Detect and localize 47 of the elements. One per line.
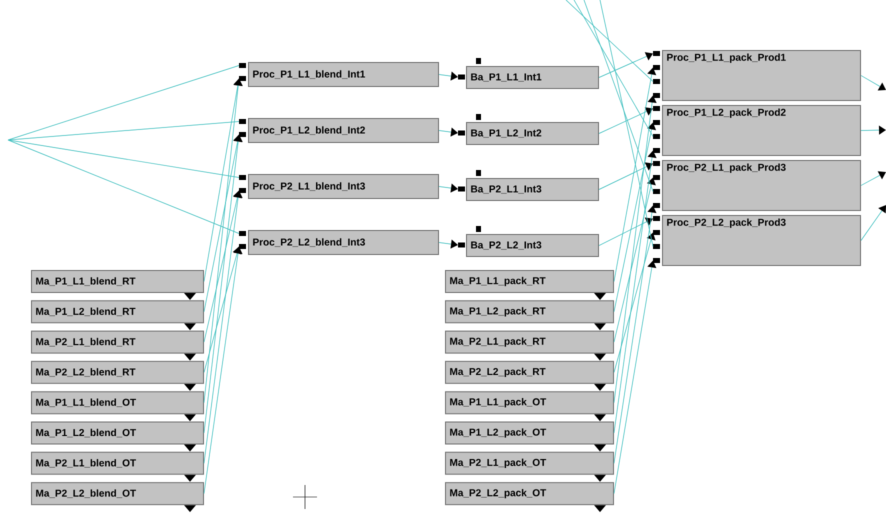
connector-line [860,171,886,186]
material-block: Ma_P2_L1_blend_RT [31,330,204,361]
material-block: Ma_P1_L1_blend_OT [31,391,204,422]
process-block: Proc_P2_L2_blend_Int3 [239,230,439,255]
material-block: Ma_P2_L1_pack_OT [445,452,614,482]
connector-line [860,205,886,241]
material-block: Ma_P1_L2_blend_RT [31,300,204,330]
material-block: Ma_P2_L2_blend_RT [31,360,204,391]
material-block: Ma_P2_L2_pack_OT [445,482,614,512]
material-block: Ma_P2_L1_pack_RT [445,330,614,361]
material-block: Ma_P2_L2_pack_RT [445,360,614,391]
batch-block: Ba_P1_L1_Int1 [458,58,599,89]
connector-line [614,178,656,342]
material-block: Ma_P1_L1_pack_OT [445,391,614,422]
connector-line [614,206,656,464]
material-block: Ma_P1_L2_pack_RT [445,300,614,330]
connector-line [566,0,654,82]
connector-line [598,162,653,190]
process-block: Proc_P1_L2_pack_Prod2 [653,105,861,156]
batch-block: Ba_P2_L1_Int3 [458,170,599,201]
process-block: Proc_P1_L2_blend_Int2 [239,118,439,143]
material-block: Ma_P1_L1_pack_RT [445,270,614,300]
connector-line [614,68,656,282]
process-block: Proc_P2_L1_blend_Int3 [239,174,439,199]
process-block: Proc_P2_L2_pack_Prod3 [653,215,861,266]
material-block: Ma_P1_L1_blend_RT [31,270,204,300]
connector-line [574,0,654,137]
connector-line [8,140,240,178]
connector-line [204,78,243,404]
connector-line [8,140,240,234]
process-block: Proc_P2_L1_pack_Prod3 [653,160,861,211]
material-block: Ma_P1_L2_blend_OT [31,422,204,452]
connector-line [8,65,240,140]
process-block: Proc_P1_L1_pack_Prod1 [653,50,861,101]
connector-line [584,0,654,192]
connector-line [614,260,656,494]
connector-line [600,0,654,247]
process-block: Proc_P1_L1_blend_Int1 [239,62,439,87]
material-block: Ma_P2_L1_blend_OT [31,452,204,482]
material-block: Ma_P2_L2_blend_OT [31,482,204,512]
batch-block: Ba_P1_L2_Int2 [458,114,599,145]
connector-line [8,121,240,140]
material-block: Ma_P1_L2_pack_OT [445,422,614,452]
connector-line [598,52,653,78]
batch-block: Ba_P2_L2_Int3 [458,226,599,257]
connector-line [860,75,886,90]
connector-line [598,107,653,134]
